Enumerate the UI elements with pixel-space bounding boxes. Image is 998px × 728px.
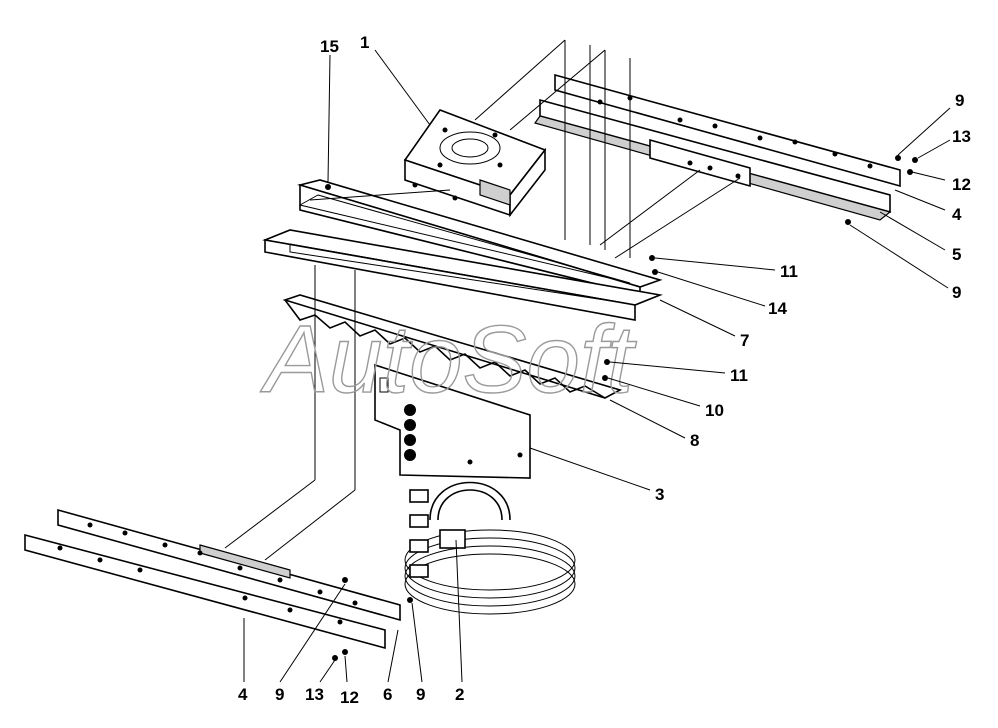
callout-14: 14 [768, 299, 787, 318]
gasket-plate-part-15 [296, 179, 663, 297]
callout-2: 2 [455, 685, 464, 704]
circuit-panel-part-3 [374, 363, 531, 479]
callout-6: 6 [383, 685, 392, 704]
comb-plate-part-8 [282, 294, 623, 399]
lower-rail-assembly [24, 508, 401, 650]
watermark-text: AutoSoft [260, 306, 637, 413]
callout-10: 10 [705, 401, 724, 420]
callout-labels: 15 1 9 13 12 4 5 9 11 14 7 11 10 8 3 2 4… [238, 33, 971, 707]
callout-9-right: 9 [952, 283, 961, 302]
callout-9-lower-left: 9 [275, 685, 284, 704]
callout-11-upper: 11 [780, 262, 798, 281]
callout-4-lower: 4 [238, 685, 248, 704]
callout-11-lower: 11 [730, 366, 748, 385]
callout-8: 8 [690, 431, 699, 450]
callout-12-lower: 12 [340, 688, 359, 707]
callout-9-lower-right: 9 [416, 685, 425, 704]
upper-rail-assembly [474, 39, 901, 259]
callout-5: 5 [952, 245, 961, 264]
callout-12-upper: 12 [952, 175, 971, 194]
callout-3: 3 [655, 485, 664, 504]
bracket-part-1 [403, 109, 547, 218]
callout-15: 15 [320, 37, 339, 56]
callout-4-upper: 4 [952, 205, 962, 224]
callout-7: 7 [740, 331, 749, 350]
callout-9-upper: 9 [955, 91, 964, 110]
cable-harness-part-2 [404, 481, 576, 615]
cover-plate-part-7 [262, 229, 663, 321]
callout-13-upper: 13 [952, 127, 971, 146]
fasteners [325, 155, 918, 661]
callout-1: 1 [360, 33, 369, 52]
leader-lines [243, 49, 951, 683]
callout-13-lower: 13 [305, 685, 324, 704]
